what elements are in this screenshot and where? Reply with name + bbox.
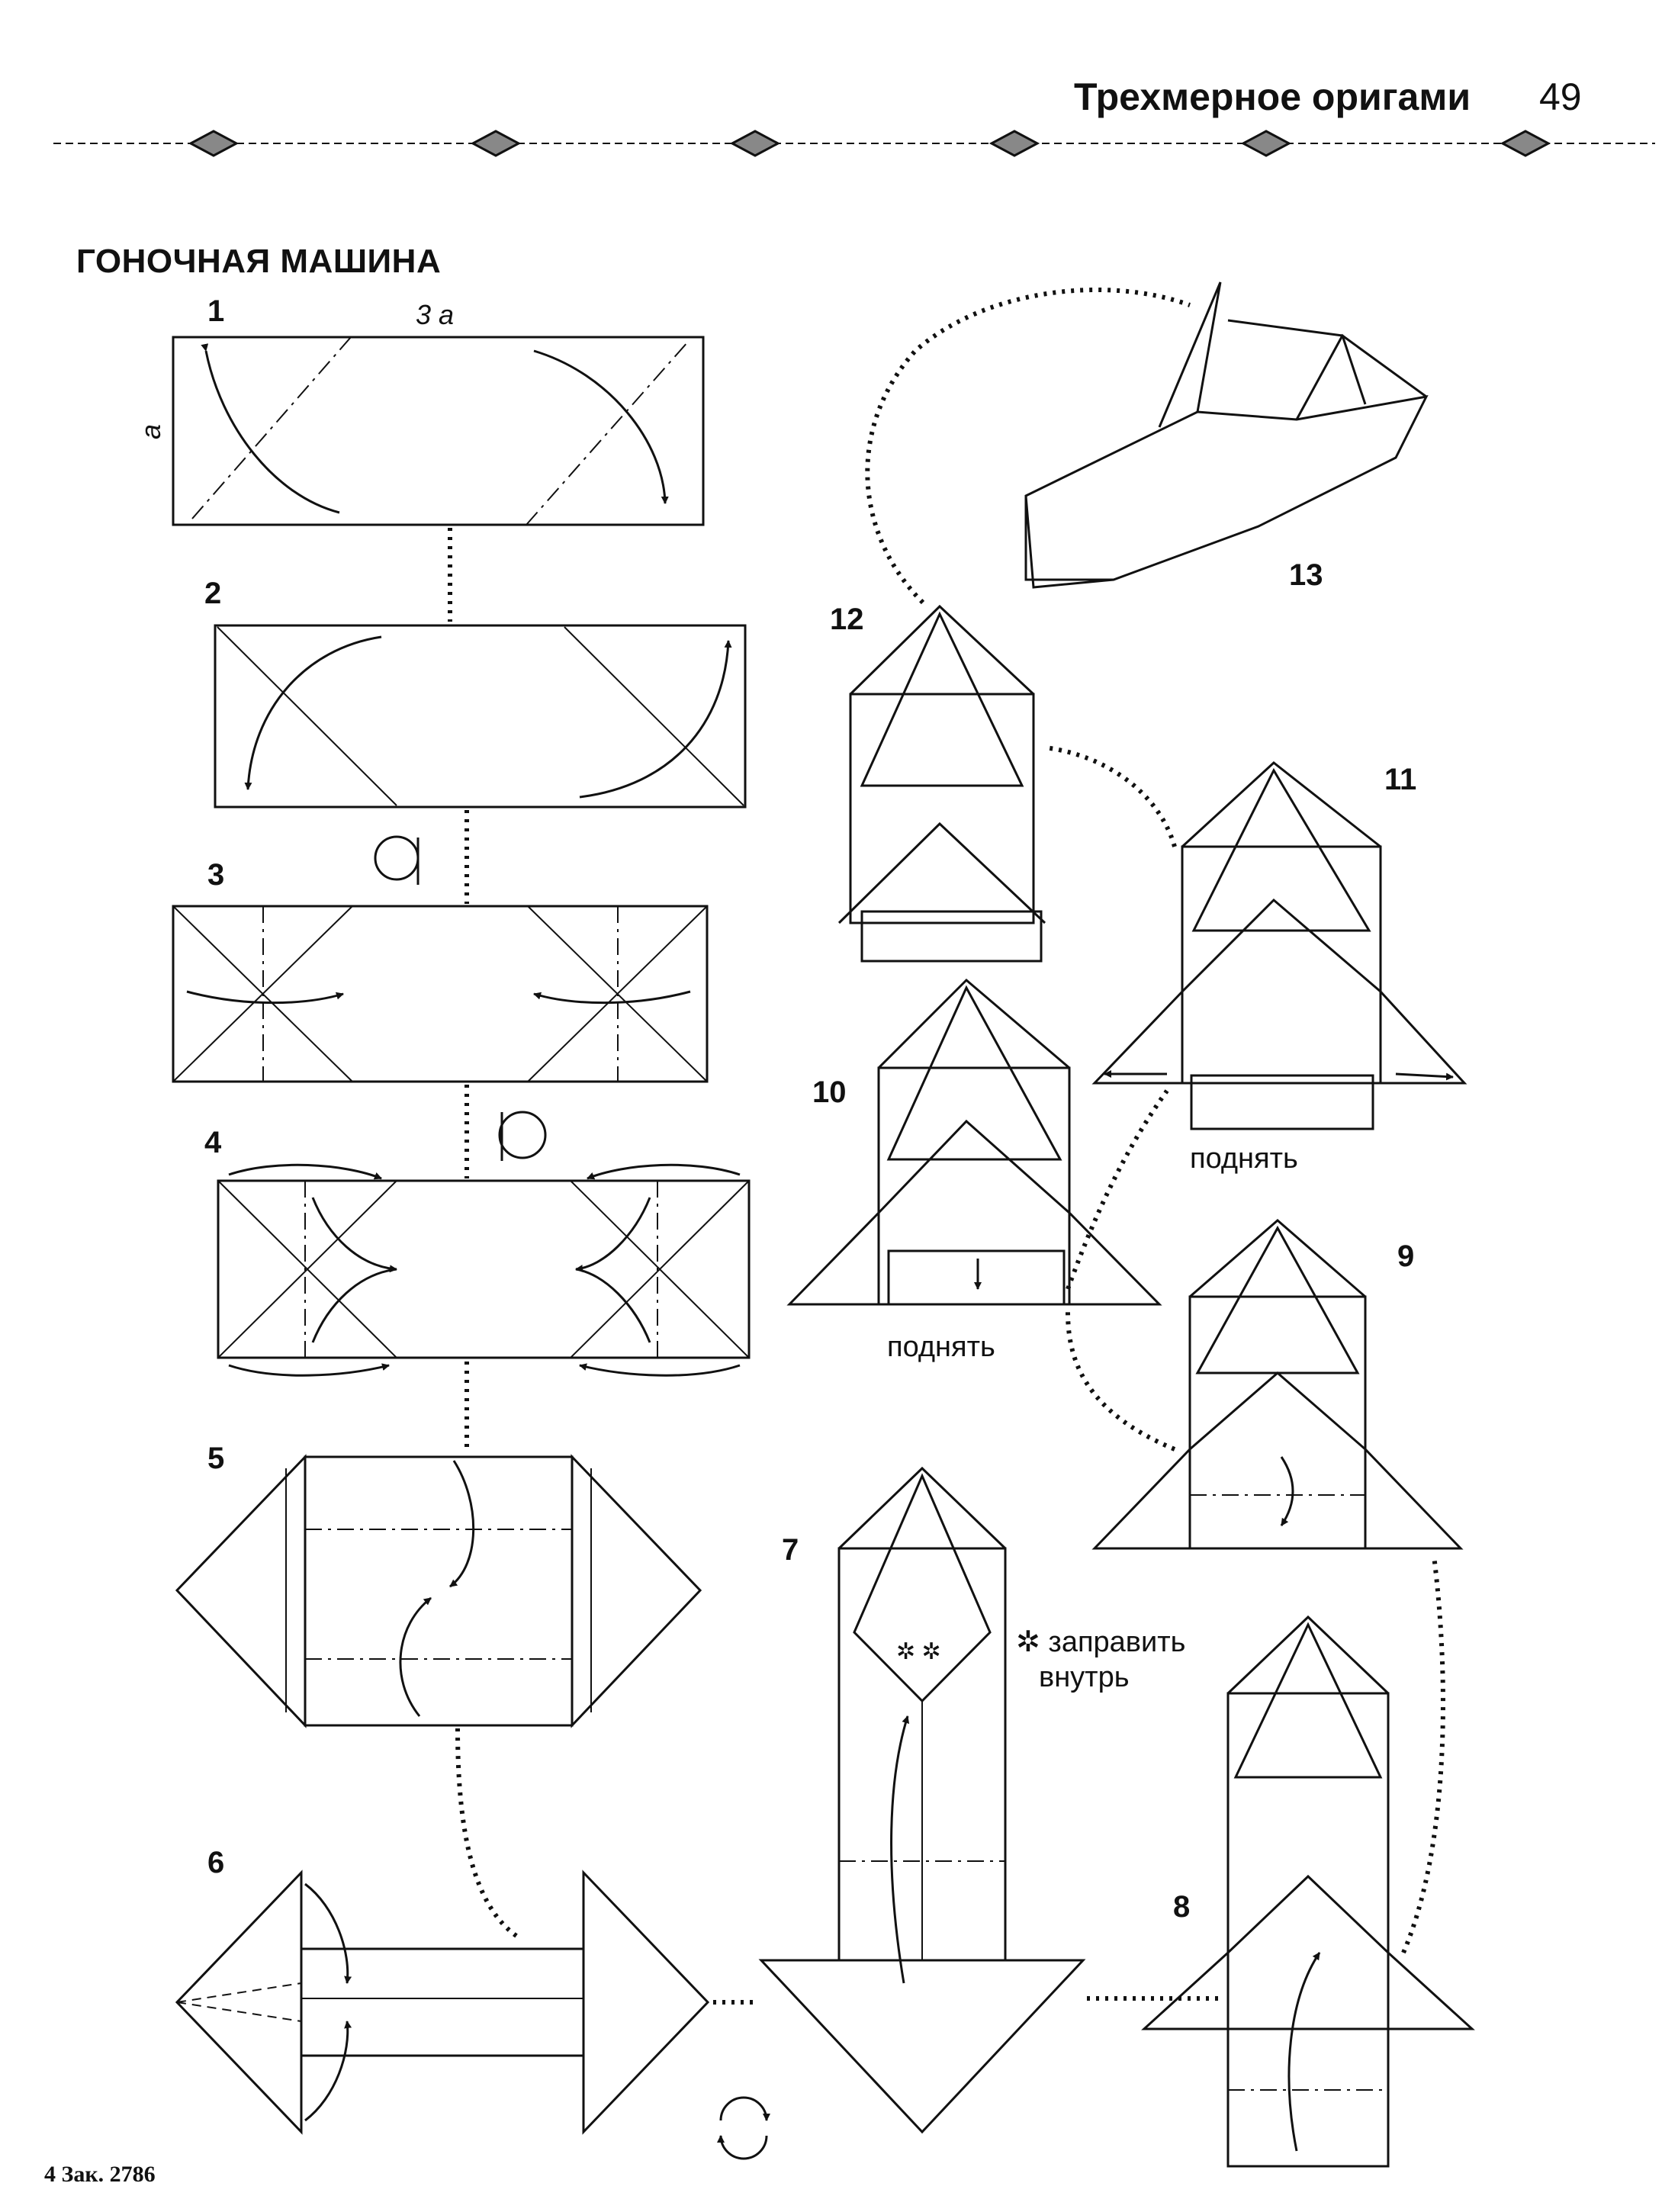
- step-13-diagram: [1024, 281, 1429, 589]
- step-number-12: 12: [830, 603, 864, 636]
- step-number-2: 2: [204, 577, 222, 610]
- step-number-3: 3: [207, 858, 225, 892]
- step-number-11: 11: [1384, 763, 1417, 796]
- tuck-marker: ✲ ✲: [896, 1638, 941, 1665]
- step-3-diagram: [172, 905, 709, 1083]
- step-2-diagram: [214, 624, 747, 809]
- step-number-5: 5: [207, 1442, 225, 1475]
- step-number-7: 7: [782, 1533, 799, 1567]
- step-number-10: 10: [812, 1075, 847, 1109]
- turn-over-icon: [374, 835, 547, 1161]
- step-9-diagram: [1091, 1219, 1464, 1550]
- step-number-6: 6: [207, 1846, 225, 1879]
- tuck-symbol-icon: ✲: [896, 1639, 916, 1664]
- footer-print-code: 4 Зак. 2786: [44, 2162, 156, 2187]
- tuck-symbol-icon: ✲: [921, 1639, 941, 1664]
- step-12-diagram: [837, 604, 1046, 963]
- step-1-diagram: [172, 336, 705, 526]
- step-11-diagram: [1091, 761, 1467, 1130]
- tuck-note: ✲ заправить внутрь: [1016, 1625, 1185, 1695]
- step-connectors: [448, 288, 1445, 2005]
- step-7-diagram: [758, 1466, 1086, 2134]
- rotate-icon: [717, 2096, 770, 2160]
- section-title: ГОНОЧНАЯ МАШИНА: [76, 243, 442, 280]
- length-label: 3 a: [416, 299, 455, 330]
- tuck-note-line1: заправить: [1048, 1626, 1186, 1658]
- lift-label-step-11: поднять: [1190, 1143, 1298, 1175]
- step-number-9: 9: [1397, 1239, 1415, 1273]
- step-6-diagram: [175, 1870, 710, 2135]
- step-4-diagram: [217, 1163, 751, 1377]
- tuck-note-line2: внутрь: [1039, 1661, 1130, 1693]
- step-number-13: 13: [1289, 558, 1323, 592]
- lift-label-step-10: поднять: [887, 1331, 995, 1363]
- width-label: a: [135, 423, 167, 440]
- header-ornament: [53, 130, 1655, 157]
- step-5-diagram: [175, 1454, 702, 1728]
- tuck-symbol-icon: ✲: [1016, 1626, 1040, 1658]
- step-10-diagram: [786, 978, 1162, 1306]
- step-number-1: 1: [207, 294, 225, 328]
- running-title: Трехмерное оригами: [1074, 76, 1471, 118]
- page-number: 49: [1539, 76, 1582, 118]
- step-8-diagram: [1141, 1615, 1475, 2168]
- step-number-8: 8: [1173, 1890, 1191, 1924]
- step-number-4: 4: [204, 1126, 222, 1159]
